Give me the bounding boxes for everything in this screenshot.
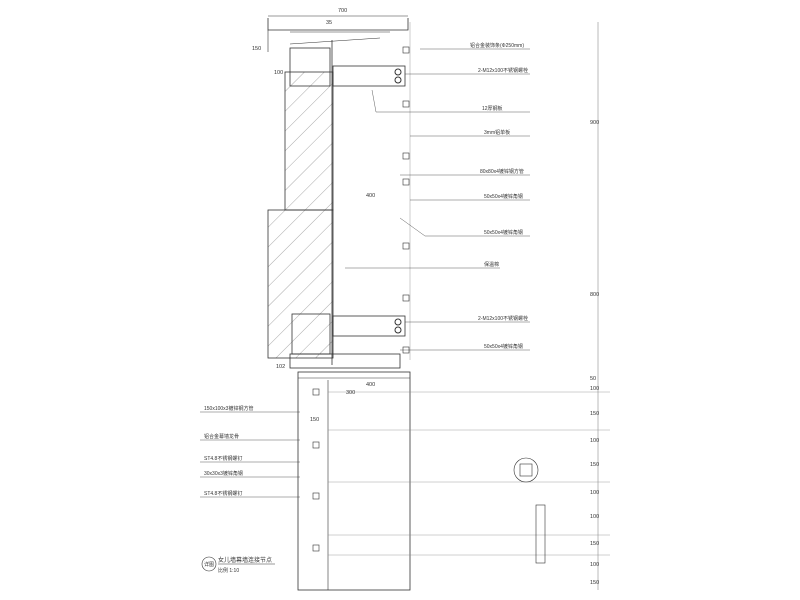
callout-r5: 50x50x4镀锌角钢 — [484, 193, 523, 200]
dim-top-35: 35 — [326, 20, 332, 26]
detail-tag-circle — [201, 556, 217, 572]
dim-rl-8: 100 — [590, 562, 599, 568]
right-lower-dimensions: 50 100 150 100 150 100 100 150 100 150 — [590, 376, 599, 586]
dim-rl-6: 100 — [590, 514, 599, 520]
dim-mid-150: 150 — [310, 417, 319, 423]
dim-mid-300: 300 — [346, 390, 355, 396]
callout-r0: 铝合金装饰条(Φ250mm) — [470, 42, 524, 49]
dim-top-100: 100 — [274, 70, 283, 76]
upper-bracket — [289, 47, 406, 87]
dim-right-800: 800 — [590, 292, 599, 298]
callout-r6: 50x50x4镀锌角钢 — [484, 229, 523, 236]
dim-mid-102: 102 — [276, 364, 285, 370]
dim-top-700: 700 — [338, 8, 347, 14]
connector-mark — [402, 152, 410, 160]
right-callouts: 铝合金装饰条(Φ250mm) 2-M12x100不锈钢螺栓 12厚钢板 3mm铝… — [345, 42, 530, 351]
horizontal-reference-lines — [328, 391, 610, 556]
connector-mark — [402, 294, 410, 302]
detail-tag: 详图 — [204, 561, 214, 568]
connector-mark — [312, 544, 320, 552]
dim-rl-4: 150 — [590, 462, 599, 468]
connector-mark — [312, 388, 320, 396]
connector-mark — [402, 100, 410, 108]
lower-bracket — [289, 313, 406, 369]
callout-r9: 50x50x4镀锌角钢 — [484, 343, 523, 350]
left-callouts: 150x100x3镀锌钢方管 铝合金幕墙龙骨 ST4.8不锈钢螺钉 30x30x… — [200, 405, 300, 498]
dim-rl-7: 150 — [590, 541, 599, 547]
lower-concrete-wall — [267, 209, 334, 359]
callout-r8: 2-M12x100不锈钢螺栓 — [478, 315, 528, 322]
connector-mark — [402, 46, 410, 54]
dim-rl-1: 100 — [590, 386, 599, 392]
dim-top-150: 150 — [252, 46, 261, 52]
dim-mid-400a: 400 — [366, 193, 375, 199]
callout-l0: 150x100x3镀锌钢方管 — [204, 405, 253, 412]
callout-l3: 30x30x3镀锌角钢 — [204, 470, 243, 477]
callout-r1: 2-M12x100不锈钢螺栓 — [478, 67, 528, 74]
callout-l1: 铝合金幕墙龙骨 — [204, 433, 239, 440]
lower-panel — [297, 371, 411, 591]
callout-r3: 3mm铝单板 — [484, 129, 510, 136]
callout-l4: ST4.8不锈钢螺钉 — [204, 490, 242, 497]
detail-title: 女儿墙幕墙连接节点 — [218, 556, 272, 564]
dim-right-900: 900 — [590, 120, 599, 126]
callout-r2: 12厚钢板 — [482, 105, 503, 112]
detail-title-block: 详图 女儿墙幕墙连接节点 比例 1:10 — [201, 556, 275, 574]
callout-r4: 80x80x4镀锌钢方管 — [480, 168, 524, 175]
dim-rl-5: 100 — [590, 490, 599, 496]
callout-r7: 保温棉 — [484, 261, 499, 268]
dim-rl-3: 100 — [590, 438, 599, 444]
connector-mark — [402, 242, 410, 250]
connector-mark — [312, 441, 320, 449]
connector-mark — [402, 178, 410, 186]
dim-rl-2: 150 — [590, 411, 599, 417]
section-symbol — [513, 457, 546, 564]
upper-concrete-wall — [284, 71, 334, 211]
dim-rl-9: 150 — [590, 580, 599, 586]
dim-rl-0: 50 — [590, 376, 596, 382]
callout-l2: ST4.8不锈钢螺钉 — [204, 455, 242, 462]
parapet-cap — [267, 15, 409, 52]
connector-mark — [312, 492, 320, 500]
detail-scale: 比例 1:10 — [218, 567, 239, 574]
dim-mid-400b: 400 — [366, 382, 375, 388]
